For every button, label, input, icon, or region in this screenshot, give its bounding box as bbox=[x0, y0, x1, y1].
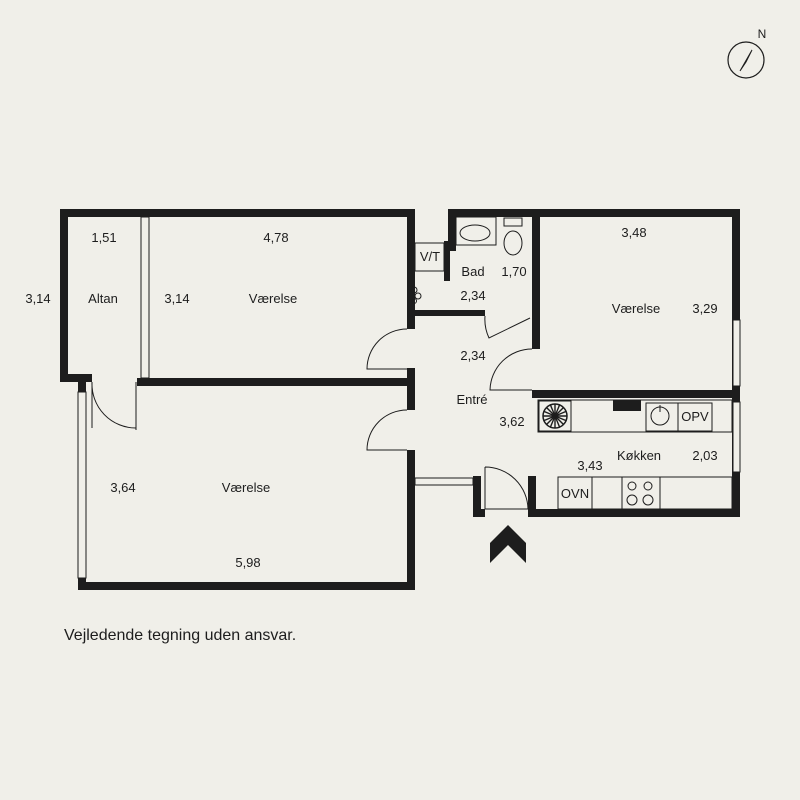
vt-label: V/T bbox=[420, 249, 440, 264]
wall-top-stub bbox=[448, 209, 456, 251]
compass-ring bbox=[727, 41, 765, 79]
wall-top-right bbox=[448, 209, 740, 217]
vaerelse-right-depth: 3,29 bbox=[692, 301, 717, 316]
toilet-icon bbox=[503, 230, 523, 256]
wall-entry-left-top bbox=[407, 209, 415, 329]
stove-box bbox=[621, 476, 661, 510]
altan-width: 1,51 bbox=[91, 230, 116, 245]
entre-depth: 3,62 bbox=[499, 414, 524, 429]
wall-mid-horizontal bbox=[137, 378, 411, 386]
compass-north-label: N bbox=[758, 27, 767, 41]
kitchen-hood bbox=[613, 400, 641, 411]
compass: N bbox=[727, 27, 767, 79]
wall-altan-bottom bbox=[60, 374, 92, 382]
wall-vt-right bbox=[444, 241, 450, 281]
bath-tap-icon bbox=[410, 286, 422, 304]
door-bottom-room-swing bbox=[366, 409, 408, 451]
room-labels: 1,51 3,14 Altan 4,78 3,14 Værelse V/T Ba… bbox=[25, 225, 717, 570]
wall-bad-right bbox=[532, 209, 540, 349]
toilet-tank bbox=[503, 217, 523, 227]
wall-bottom bbox=[78, 582, 415, 590]
bath-sink-counter bbox=[455, 216, 497, 246]
wall-entry-left-bottom bbox=[407, 450, 415, 590]
entre-name: Entré bbox=[456, 392, 487, 407]
door-entrance-swing bbox=[484, 466, 529, 510]
entre-width: 2,34 bbox=[460, 348, 485, 363]
wall-entry-left-mid bbox=[407, 368, 415, 410]
oven-label: OVN bbox=[561, 486, 589, 501]
bad-depth: 2,34 bbox=[460, 288, 485, 303]
vaerelse-top-left-depth: 3,14 bbox=[164, 291, 189, 306]
bad-width: 1,70 bbox=[501, 264, 526, 279]
oven-box bbox=[557, 476, 593, 510]
entrance-arrow-icon bbox=[490, 525, 526, 563]
vaerelse-top-left-name: Værelse bbox=[249, 291, 297, 306]
bath-sink-icon bbox=[459, 224, 491, 242]
wall-bad-bottom bbox=[411, 310, 485, 316]
dishwasher-label: OPV bbox=[681, 409, 709, 424]
window-altan-divider bbox=[140, 216, 150, 379]
wall-entrance-left bbox=[473, 476, 481, 517]
door-bad-swing bbox=[484, 315, 531, 339]
doors bbox=[91, 315, 533, 510]
window-bottom-left bbox=[77, 391, 87, 579]
door-right-room-swing bbox=[489, 348, 533, 391]
compass-needle-tail bbox=[739, 49, 753, 72]
koekken-name: Køkken bbox=[617, 448, 661, 463]
window-right-room bbox=[732, 319, 741, 387]
koekken-width: 3,43 bbox=[577, 458, 602, 473]
wall-kitchen-bottom bbox=[528, 509, 740, 517]
altan-name: Altan bbox=[88, 291, 118, 306]
vaerelse-bottom-left-depth: 3,64 bbox=[110, 480, 135, 495]
vaerelse-bottom-left-name: Værelse bbox=[222, 480, 270, 495]
altan-depth: 3,14 bbox=[25, 291, 50, 306]
wall-entrance-sill-left bbox=[473, 509, 485, 517]
window-entry bbox=[414, 477, 474, 486]
wall-altan-left bbox=[60, 209, 68, 382]
fan-icon bbox=[538, 400, 572, 432]
stove-icon bbox=[626, 481, 654, 506]
wall-top-left bbox=[60, 209, 415, 217]
vaerelse-bottom-left-width: 5,98 bbox=[235, 555, 260, 570]
disclaimer-text: Vejledende tegning uden ansvar. bbox=[64, 627, 297, 644]
vaerelse-right-name: Værelse bbox=[612, 301, 660, 316]
fixtures bbox=[410, 216, 733, 510]
window-kitchen bbox=[732, 401, 741, 473]
vaerelse-top-left-width: 4,78 bbox=[263, 230, 288, 245]
windows bbox=[77, 216, 741, 579]
vt-box bbox=[414, 242, 445, 272]
koekken-depth: 2,03 bbox=[692, 448, 717, 463]
bad-name: Bad bbox=[461, 264, 484, 279]
vaerelse-right-width: 3,48 bbox=[621, 225, 646, 240]
door-top-room-swing bbox=[366, 328, 408, 370]
wall-right-room-bottom bbox=[532, 390, 740, 398]
door-altan-swing bbox=[91, 381, 137, 429]
wall-entrance-right bbox=[528, 476, 536, 517]
